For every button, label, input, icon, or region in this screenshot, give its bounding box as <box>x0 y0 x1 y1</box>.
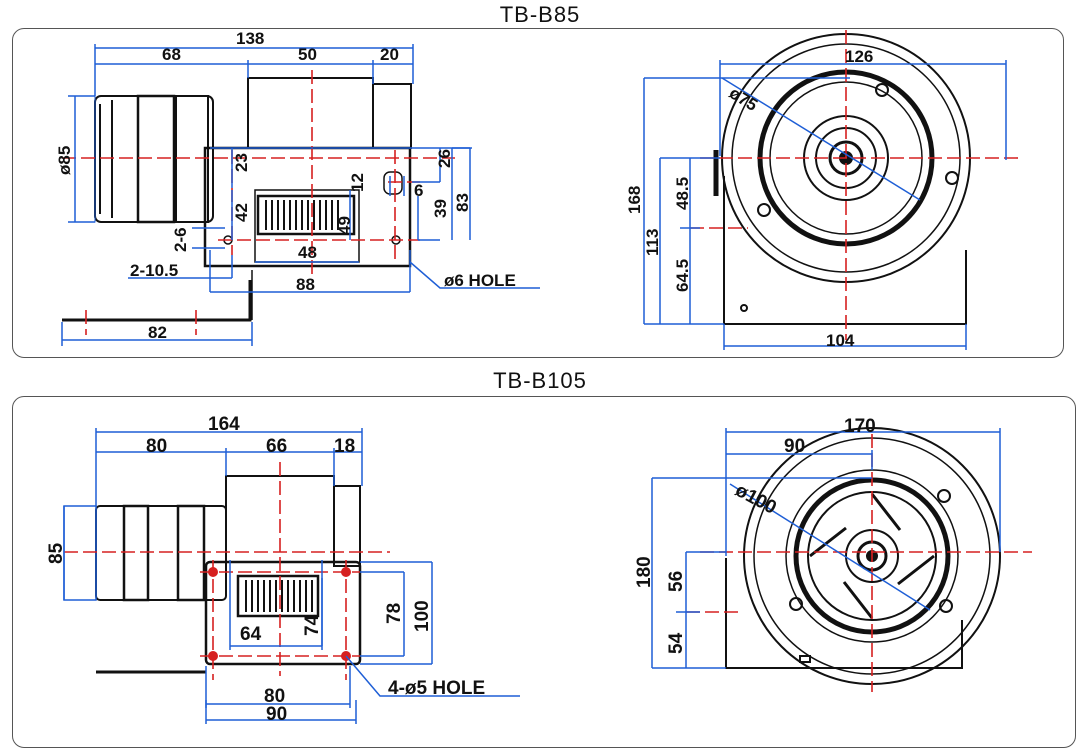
bottom-front-view <box>725 427 1001 685</box>
dim-49: 49 <box>335 216 354 235</box>
dim-front-width: 126 <box>845 47 873 66</box>
dim-39: 39 <box>431 199 450 218</box>
bottom-front-labels: 170 90 ø100 180 56 54 <box>634 416 876 654</box>
dim-64: 64 <box>240 624 262 645</box>
top-side-dimension-lines <box>61 44 540 346</box>
dim-6: 6 <box>414 181 423 200</box>
top-front-dimension-lines <box>643 60 1007 350</box>
dim-54: 54 <box>666 632 687 654</box>
dim-front-height: 180 <box>634 556 655 588</box>
top-side-view <box>62 77 412 322</box>
dim-48-5: 48.5 <box>673 177 692 210</box>
dim-88: 88 <box>296 275 315 294</box>
dim-100: 100 <box>412 600 433 632</box>
dim-83: 83 <box>453 193 472 212</box>
top-front-centerlines <box>690 30 1020 340</box>
dim-23: 23 <box>232 153 251 172</box>
dim-48: 48 <box>298 243 317 262</box>
dim-seg1: 80 <box>146 436 167 457</box>
top-side-labels: 138 68 50 20 ø85 23 26 12 6 42 49 39 83 … <box>55 29 516 342</box>
dim-motor-dia: ø85 <box>55 146 74 175</box>
dim-front-height: 168 <box>625 186 644 214</box>
dim-seg3: 20 <box>380 45 399 64</box>
dim-82: 82 <box>148 323 167 342</box>
hole-label: ø6 HOLE <box>444 271 516 290</box>
bottom-side-dimension-lines <box>63 428 520 724</box>
dim-motor-dia: 85 <box>46 542 67 564</box>
dim-front-half: 90 <box>784 436 805 457</box>
dim-26: 26 <box>435 149 454 168</box>
bottom-front-dimension-lines <box>651 428 1001 669</box>
dim-74: 74 <box>302 614 323 636</box>
dim-64-5: 64.5 <box>673 259 692 292</box>
dim-seg3: 18 <box>334 436 355 457</box>
dim-overall: 138 <box>236 29 264 48</box>
dim-seg1: 68 <box>162 45 181 64</box>
dim-seg2: 50 <box>298 45 317 64</box>
dim-overall: 164 <box>208 414 240 435</box>
bottom-model-title: TB-B105 <box>493 368 587 393</box>
dim-56: 56 <box>666 571 687 592</box>
dim-front-base: 104 <box>826 331 855 350</box>
dim-front-width: 170 <box>844 416 876 437</box>
dim-90: 90 <box>266 704 287 725</box>
dim-2-10-5: 2-10.5 <box>130 261 178 280</box>
dim-80: 80 <box>264 686 285 707</box>
dim-12: 12 <box>348 173 367 192</box>
dim-42: 42 <box>232 203 251 222</box>
hole-label: 4-ø5 HOLE <box>388 678 485 699</box>
bottom-side-labels: 164 80 66 18 85 64 74 78 100 80 90 4-ø5 … <box>46 414 485 725</box>
dim-2-6: 2-6 <box>171 227 190 252</box>
dim-seg2: 66 <box>266 436 287 457</box>
bottom-drawing-panel <box>12 396 1076 748</box>
dim-78: 78 <box>384 603 405 624</box>
bottom-side-centerlines <box>64 462 390 680</box>
top-model-title: TB-B85 <box>499 2 581 27</box>
dim-front-dia: ø100 <box>732 480 780 519</box>
dim-113: 113 <box>643 229 662 256</box>
